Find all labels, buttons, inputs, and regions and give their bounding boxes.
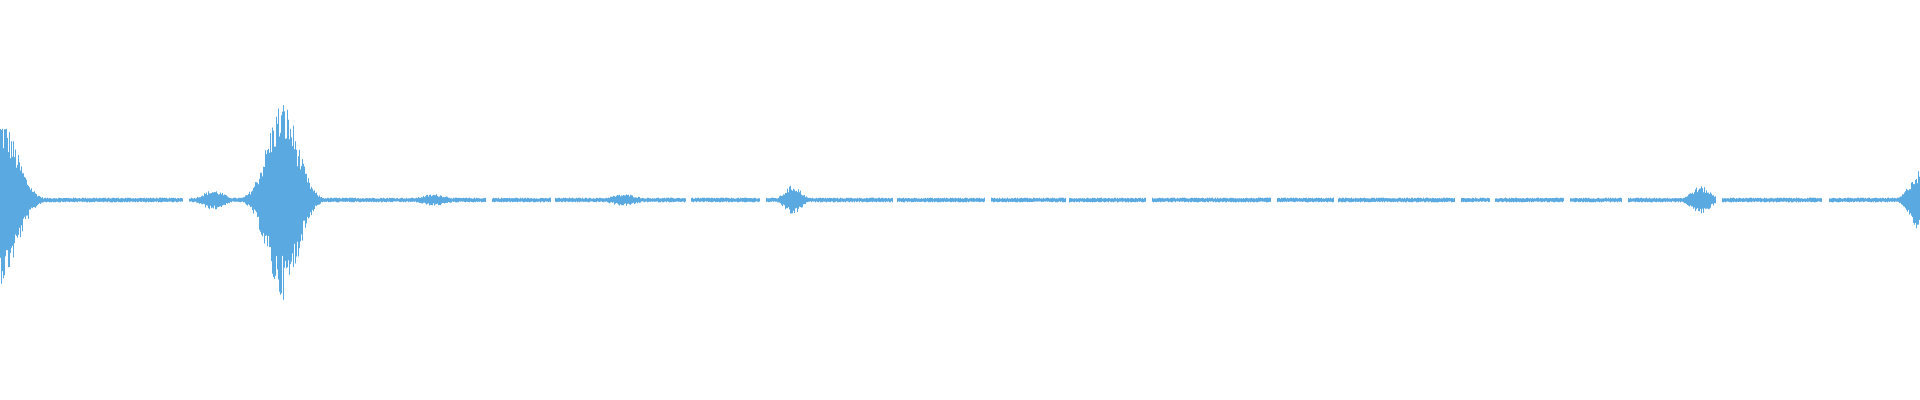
waveform-trace (0, 105, 1920, 300)
